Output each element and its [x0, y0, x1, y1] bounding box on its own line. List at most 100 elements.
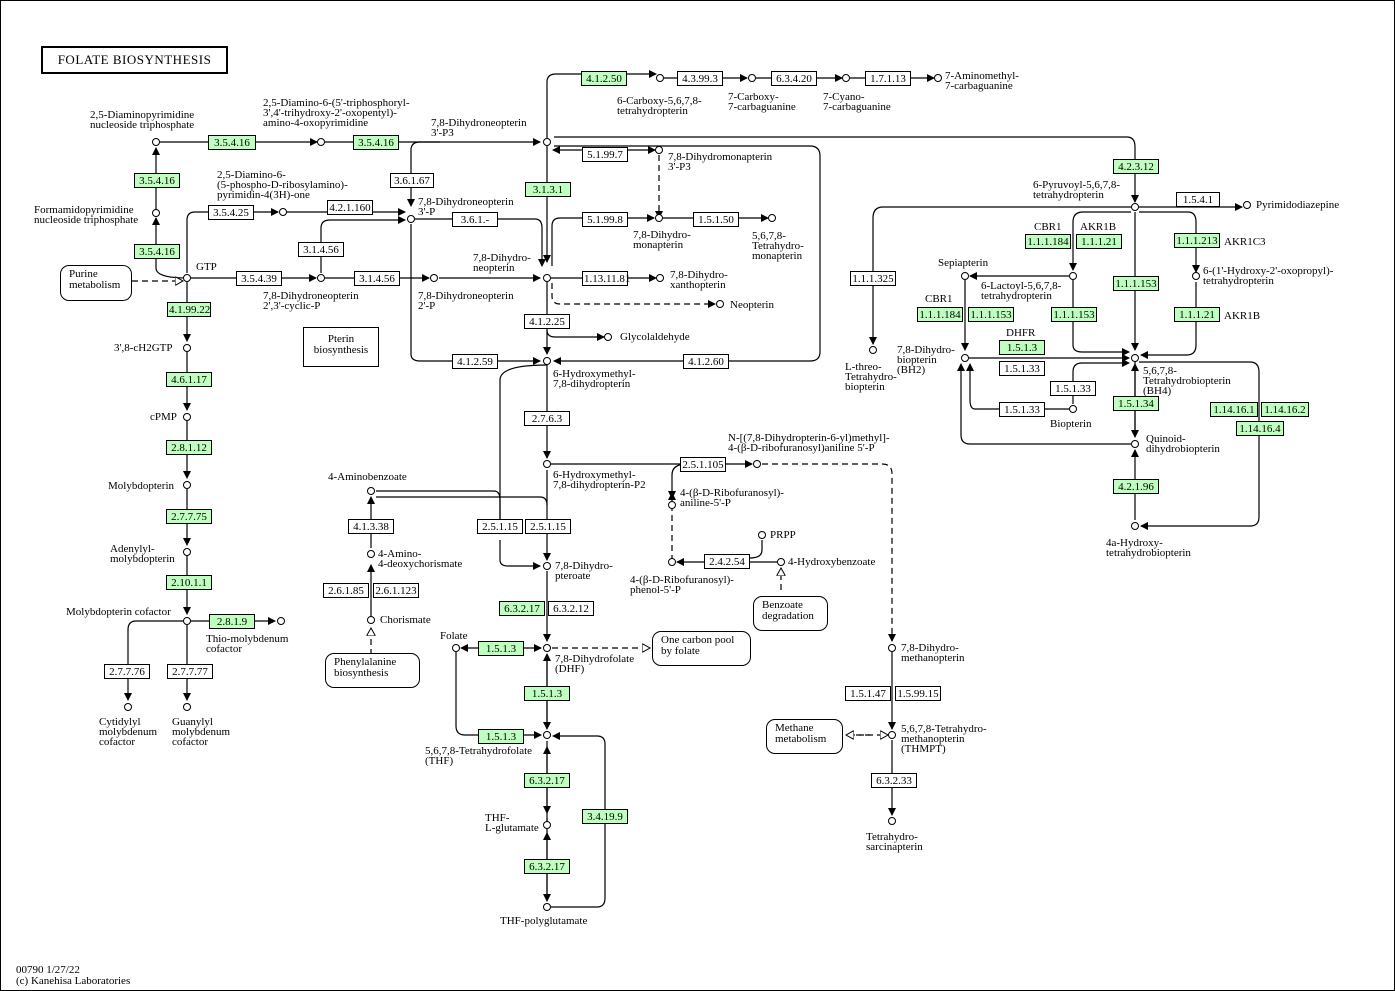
enzyme-box-6-3-2-17[interactable]: 6.3.2.17 [499, 601, 545, 616]
compound-node-chtp[interactable] [183, 344, 191, 352]
compound-node-cpmp[interactable] [183, 413, 191, 421]
enzyme-box-3-6-1--[interactable]: 3.6.1.- [452, 212, 498, 227]
compound-node-qdhb[interactable] [1131, 440, 1139, 448]
enzyme-box-1-5-99-15[interactable]: 1.5.99.15 [895, 686, 941, 701]
enzyme-box-1-13-11-81[interactable]: 1.13.11.81 [582, 271, 631, 286]
compound-node-ptp[interactable] [1131, 203, 1139, 211]
compound-node-fapy[interactable] [152, 209, 160, 217]
enzyme-box-1-5-1-34[interactable]: 1.5.1.34 [1113, 396, 1159, 411]
enzyme-box-6-3-2-17[interactable]: 6.3.2.17 [524, 859, 570, 874]
enzyme-box-2-5-1-105[interactable]: 2.5.1.105 [680, 457, 726, 472]
compound-node-glyc[interactable] [604, 333, 612, 341]
compound-node-pyrdz[interactable] [1243, 201, 1251, 209]
compound-node-adc[interactable] [367, 550, 375, 558]
enzyme-box-1-14-16-4[interactable]: 1.14.16.4 [1236, 421, 1284, 436]
compound-node-lthreo[interactable] [869, 346, 877, 354]
compound-node-amino[interactable] [934, 74, 942, 82]
compound-node-moco[interactable] [183, 617, 191, 625]
compound-node-gtp[interactable] [183, 274, 191, 282]
compound-node-ribanil[interactable] [668, 501, 676, 509]
enzyme-box-1-5-1-3[interactable]: 1.5.1.3 [524, 686, 570, 701]
enzyme-box-2-5-1-15[interactable]: 2.5.1.15 [525, 519, 571, 534]
compound-node-dhnp3[interactable] [543, 138, 551, 146]
enzyme-box-4-1-2-59[interactable]: 4.1.2.59 [452, 354, 498, 369]
map-link-purine-metabolism[interactable]: Purine metabolism [60, 265, 132, 301]
enzyme-box-3-4-19-9[interactable]: 3.4.19.9 [582, 809, 628, 824]
enzyme-box-3-5-4-16[interactable]: 3.5.4.16 [134, 244, 180, 259]
enzyme-box-4-3-99-3[interactable]: 4.3.99.3 [677, 71, 723, 86]
enzyme-box-3-5-4-16[interactable]: 3.5.4.16 [353, 135, 399, 150]
compound-node-thmpt[interactable] [888, 731, 896, 739]
map-link-benzoate-degradation[interactable]: Benzoate degradation [753, 596, 828, 631]
compound-node-biop[interactable] [1069, 405, 1077, 413]
enzyme-box-4-1-2-25[interactable]: 4.1.2.25 [524, 314, 570, 329]
enzyme-box-3-5-4-16[interactable]: 3.5.4.16 [208, 135, 256, 150]
compound-node-mpt[interactable] [183, 481, 191, 489]
enzyme-box-1-5-1-47[interactable]: 1.5.1.47 [845, 686, 891, 701]
enzyme-box-5-1-99-8[interactable]: 5.1.99.8 [582, 212, 628, 227]
enzyme-box-2-7-6-3[interactable]: 2.7.6.3 [524, 411, 570, 426]
enzyme-box-4-1-3-38[interactable]: 4.1.3.38 [348, 519, 394, 534]
compound-node-bh4[interactable] [1131, 354, 1139, 362]
compound-node-dhn[interactable] [543, 274, 551, 282]
enzyme-box-6-3-2-12[interactable]: 6.3.2.12 [548, 601, 594, 616]
enzyme-box-1-1-1-21[interactable]: 1.1.1.21 [1076, 234, 1122, 249]
compound-node-guamo[interactable] [183, 703, 191, 711]
compound-node-lact[interactable] [1069, 272, 1077, 280]
compound-node-hmdhp[interactable] [543, 357, 551, 365]
compound-node-ccg[interactable] [748, 74, 756, 82]
enzyme-box-2-5-1-15[interactable]: 2.5.1.15 [477, 519, 523, 534]
enzyme-box-1-1-1-153[interactable]: 1.1.1.153 [968, 307, 1014, 322]
compound-node-carboxy[interactable] [656, 74, 664, 82]
enzyme-box-1-1-1-325[interactable]: 1.1.1.325 [850, 271, 896, 286]
map-link-methane-metabolism[interactable]: Methane metabolism [766, 719, 843, 754]
compound-node-dprib[interactable] [279, 208, 287, 216]
enzyme-box-6-3-2-33[interactable]: 6.3.2.33 [871, 773, 917, 788]
compound-node-thfpoly[interactable] [543, 903, 551, 911]
enzyme-box-4-2-1-160[interactable]: 4.2.1.160 [327, 200, 373, 215]
enzyme-box-1-5-4-1[interactable]: 1.5.4.1 [1176, 192, 1220, 207]
enzyme-box-1-5-1-3[interactable]: 1.5.1.3 [478, 729, 524, 744]
compound-node-dhnp3p[interactable] [407, 215, 415, 223]
enzyme-box-2-7-7-77[interactable]: 2.7.7.77 [167, 664, 213, 679]
compound-node-dhmp3[interactable] [655, 146, 663, 154]
enzyme-box-1-5-1-50[interactable]: 1.5.1.50 [693, 212, 739, 227]
map-link-one-carbon-pool[interactable]: One carbon pool by folate [652, 631, 751, 666]
compound-node-ampt[interactable] [183, 548, 191, 556]
enzyme-box-2-4-2-54[interactable]: 2.4.2.54 [704, 554, 750, 569]
enzyme-box-1-5-1-3[interactable]: 1.5.1.3 [478, 641, 524, 656]
enzyme-box-1-1-1-21[interactable]: 1.1.1.21 [1174, 307, 1220, 322]
enzyme-box-3-5-4-25[interactable]: 3.5.4.25 [208, 205, 254, 220]
compound-node-dapnt[interactable] [152, 138, 160, 146]
compound-node-neop[interactable] [716, 300, 724, 308]
compound-node-dhf[interactable] [543, 644, 551, 652]
enzyme-box-4-1-2-50[interactable]: 4.1.2.50 [581, 71, 627, 86]
enzyme-box-2-7-7-75[interactable]: 2.7.7.75 [166, 509, 212, 524]
enzyme-box-6-3-2-17[interactable]: 6.3.2.17 [524, 773, 570, 788]
compound-node-hmdhpp[interactable] [543, 460, 551, 468]
compound-node-prpp[interactable] [758, 531, 766, 539]
enzyme-box-4-1-2-60[interactable]: 4.1.2.60 [683, 354, 729, 369]
enzyme-box-1-1-1-184[interactable]: 1.1.1.184 [1025, 234, 1071, 249]
compound-node-bh2[interactable] [961, 354, 969, 362]
compound-node-folate[interactable] [452, 644, 460, 652]
enzyme-box-3-1-4-56[interactable]: 3.1.4.56 [298, 242, 344, 257]
enzyme-box-1-5-1-33[interactable]: 1.5.1.33 [999, 361, 1045, 376]
enzyme-box-4-1-99-22[interactable]: 4.1.99.22 [167, 302, 211, 317]
compound-node-thiomo[interactable] [277, 617, 285, 625]
compound-node-xanth[interactable] [656, 274, 664, 282]
compound-node-hbz[interactable] [777, 558, 785, 566]
compound-node-hop[interactable] [1192, 272, 1200, 280]
compound-node-dhmp[interactable] [655, 214, 663, 222]
enzyme-box-1-1-1-153[interactable]: 1.1.1.153 [1051, 307, 1097, 322]
enzyme-box-1-5-1-33[interactable]: 1.5.1.33 [1050, 381, 1096, 396]
enzyme-box-2-8-1-12[interactable]: 2.8.1.12 [166, 440, 212, 455]
enzyme-box-1-14-16-2[interactable]: 1.14.16.2 [1261, 402, 1309, 417]
enzyme-box-3-1-4-56[interactable]: 3.1.4.56 [354, 271, 400, 286]
enzyme-box-2-7-7-76[interactable]: 2.7.7.76 [104, 664, 150, 679]
compound-node-sepi[interactable] [961, 272, 969, 280]
enzyme-box-2-6-1-123[interactable]: 2.6.1.123 [373, 583, 419, 598]
enzyme-box-2-8-1-9[interactable]: 2.8.1.9 [209, 614, 255, 629]
compound-node-tsar[interactable] [888, 817, 896, 825]
compound-node-dhnp2p[interactable] [430, 274, 438, 282]
